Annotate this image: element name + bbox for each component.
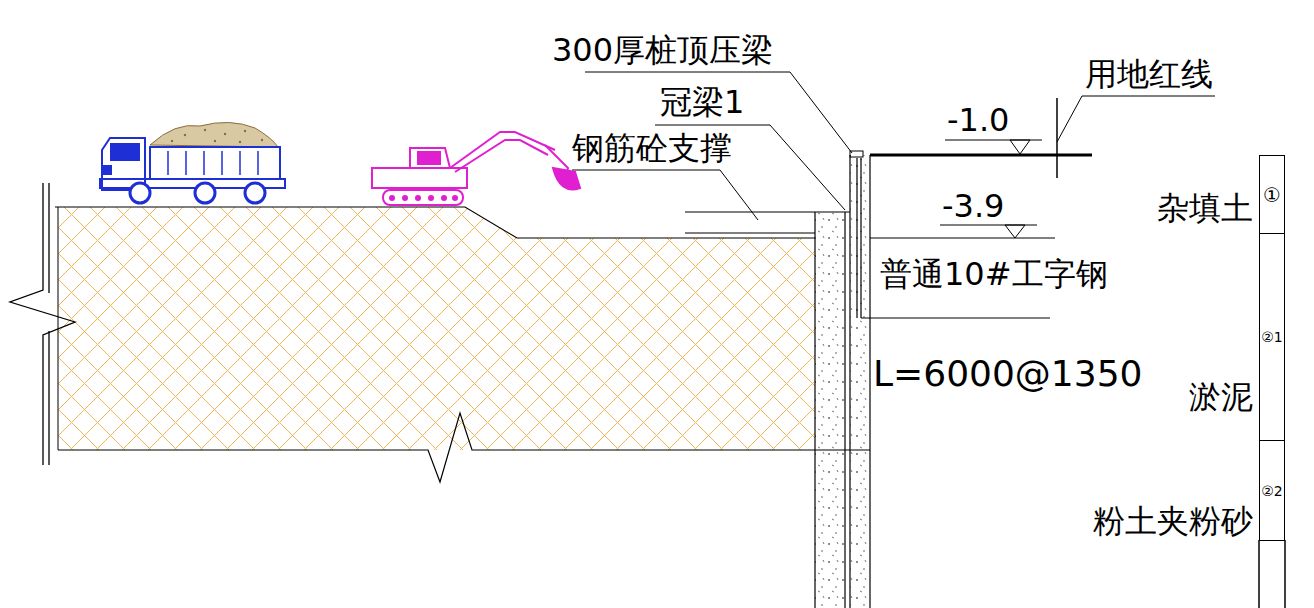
steel-beam <box>860 158 861 318</box>
left-wall <box>48 183 49 293</box>
elevation-label: -1.0 <box>947 104 1009 136</box>
layer-number: ②1 <box>1261 330 1282 344</box>
strut-label: 钢筋砼支撑 <box>572 132 732 164</box>
elevation-mark <box>1010 140 1030 154</box>
soil-layer-box: ②1 <box>1259 233 1285 441</box>
layer-number: ②2 <box>1261 484 1282 498</box>
crown-beam-label: 冠梁1 <box>660 86 744 118</box>
soil-layer-box: ②2 <box>1259 440 1285 541</box>
property-line <box>1056 98 1058 178</box>
excavator <box>372 132 580 205</box>
leader <box>861 318 1050 319</box>
steel-beam <box>856 158 857 318</box>
strut-line <box>685 211 815 212</box>
ground-line <box>55 207 815 238</box>
elevation-label: -3.9 <box>942 190 1004 222</box>
dump-truck <box>100 122 285 203</box>
break-line <box>58 413 870 482</box>
beam-cap <box>850 151 863 157</box>
soil-layer-box: ① <box>1259 155 1285 234</box>
pile-wall <box>815 212 845 608</box>
spacing-label: L=6000@1350 <box>873 356 1142 392</box>
soil-layer-name: 粉土夹粉砂 <box>1093 505 1253 537</box>
left-wall <box>48 331 49 465</box>
layer-number: ① <box>1263 185 1281 205</box>
pile-strip <box>850 155 870 608</box>
soil-layer-name: 淤泥 <box>1189 381 1253 413</box>
beam-label: 300厚桩顶压梁 <box>552 34 773 66</box>
left-wall <box>10 183 75 465</box>
soil-hatch <box>58 207 815 450</box>
leader <box>1057 96 1215 142</box>
property-line-label: 用地红线 <box>1085 58 1213 90</box>
strut-line <box>685 232 815 233</box>
soil-layer-name: 杂填土 <box>1157 192 1253 224</box>
leader <box>572 170 758 220</box>
elevation-mark <box>1005 225 1025 238</box>
property-line <box>870 154 1092 157</box>
steel-beam-label: 普通10#工字钢 <box>880 258 1108 290</box>
